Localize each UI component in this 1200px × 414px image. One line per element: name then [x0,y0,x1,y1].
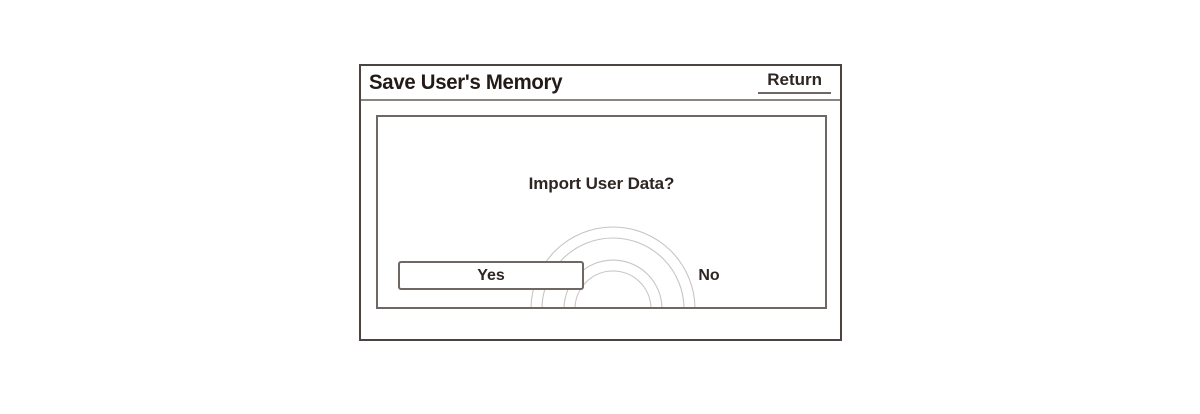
choice-row: Yes No [378,261,825,291]
no-button[interactable]: No [698,266,720,284]
return-button[interactable]: Return [758,71,831,94]
page-title: Save User's Memory [369,70,563,94]
yes-button[interactable]: Yes [398,261,584,290]
title-bar: Save User's Memory Return [361,66,840,101]
device-screen-frame: Save User's Memory Return Import User Da… [359,64,842,341]
prompt-message: Import User Data? [528,174,675,193]
content-panel: Import User Data? Yes No [376,115,827,309]
